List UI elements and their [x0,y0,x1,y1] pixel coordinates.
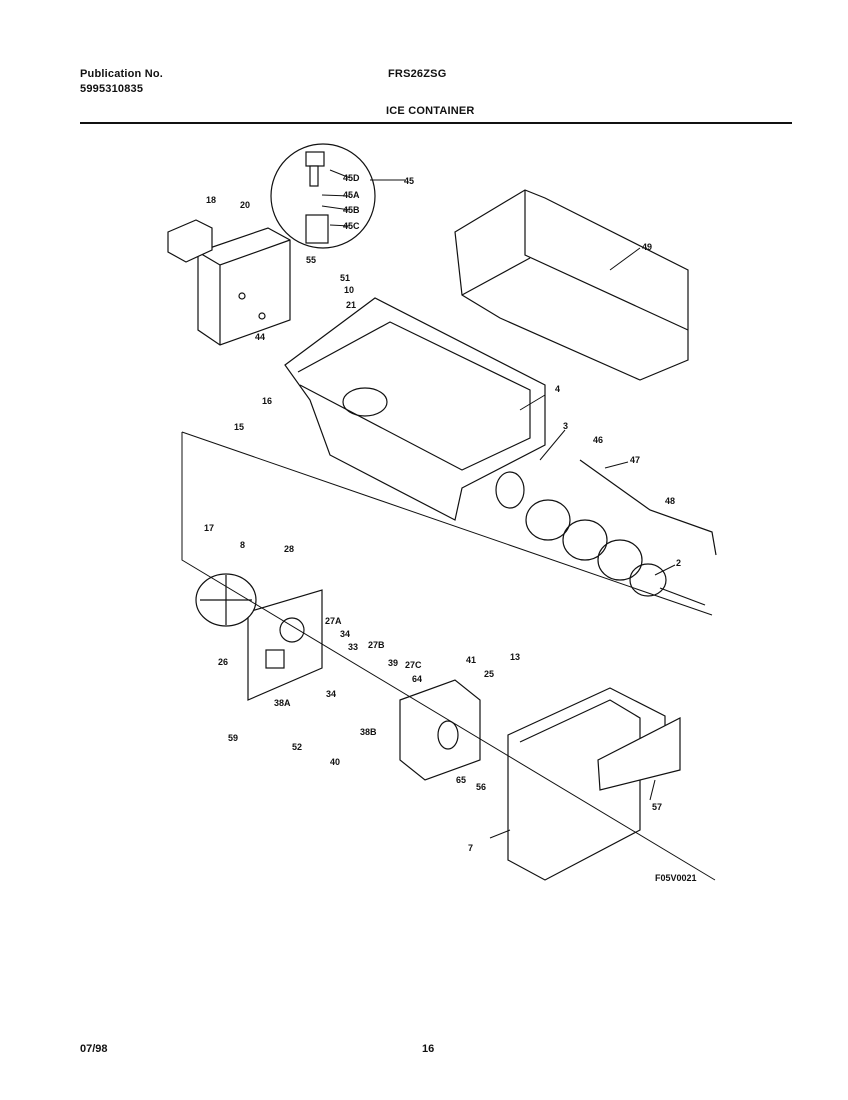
callout-28: 28 [284,544,294,554]
callout-57: 57 [652,802,662,812]
callout-27b: 27B [368,640,385,650]
callout-16: 16 [262,396,272,406]
callout-34-lower: 34 [326,689,336,699]
callout-38a: 38A [274,698,291,708]
callout-4: 4 [555,384,560,394]
callout-27c: 27C [405,660,422,670]
door-flap [597,717,681,791]
header-rule [80,122,792,124]
callout-15: 15 [234,422,244,432]
callout-13: 13 [510,652,520,662]
callout-51: 51 [340,273,350,283]
callout-44: 44 [255,332,265,342]
callout-8: 8 [240,540,245,550]
callout-25: 25 [484,669,494,679]
callout-45a: 45A [343,190,360,200]
callout-18: 18 [206,195,216,205]
callout-39: 39 [388,658,398,668]
callout-65: 65 [456,775,466,785]
front-plate [247,589,323,701]
callout-21: 21 [346,300,356,310]
footer-date: 07/98 [80,1043,108,1055]
ice-container [284,297,546,521]
bracket-assembly [167,219,291,346]
callout-17: 17 [204,523,214,533]
callout-10: 10 [344,285,354,295]
rod [579,459,717,556]
callout-64: 64 [412,674,422,684]
model-number: FRS26ZSG [388,68,447,80]
publication-label: Publication No. [80,68,164,80]
callout-26: 26 [218,657,228,667]
rear-panel [454,189,689,381]
callout-55: 55 [306,255,316,265]
leader-lines [321,169,676,839]
callout-2: 2 [676,558,681,568]
callout-49: 49 [642,242,652,252]
callout-33: 33 [348,642,358,652]
callout-41: 41 [466,655,476,665]
callout-45c: 45C [343,221,360,231]
motor-housing [399,679,481,781]
callout-40: 40 [330,757,340,767]
callout-52: 52 [292,742,302,752]
callout-7: 7 [468,843,473,853]
callout-47: 47 [630,455,640,465]
callout-27a: 27A [325,616,342,626]
callout-59: 59 [228,733,238,743]
callout-48: 48 [665,496,675,506]
dispenser-housing [507,687,666,881]
callout-3: 3 [563,421,568,431]
callout-45: 45 [404,176,414,186]
callout-46: 46 [593,435,603,445]
callout-56: 56 [476,782,486,792]
figure-code: F05V0021 [655,873,697,883]
callout-34-upper: 34 [340,629,350,639]
callout-38b: 38B [360,727,377,737]
page-number: 16 [422,1043,435,1055]
callout-45d: 45D [343,173,360,183]
auger-spiral [495,471,706,606]
callout-20: 20 [240,200,250,210]
section-title: ICE CONTAINER [386,105,475,117]
drum [195,573,257,627]
publication-number: 5995310835 [80,83,144,95]
callout-45b: 45B [343,205,360,215]
detail-circle-45 [270,143,376,249]
